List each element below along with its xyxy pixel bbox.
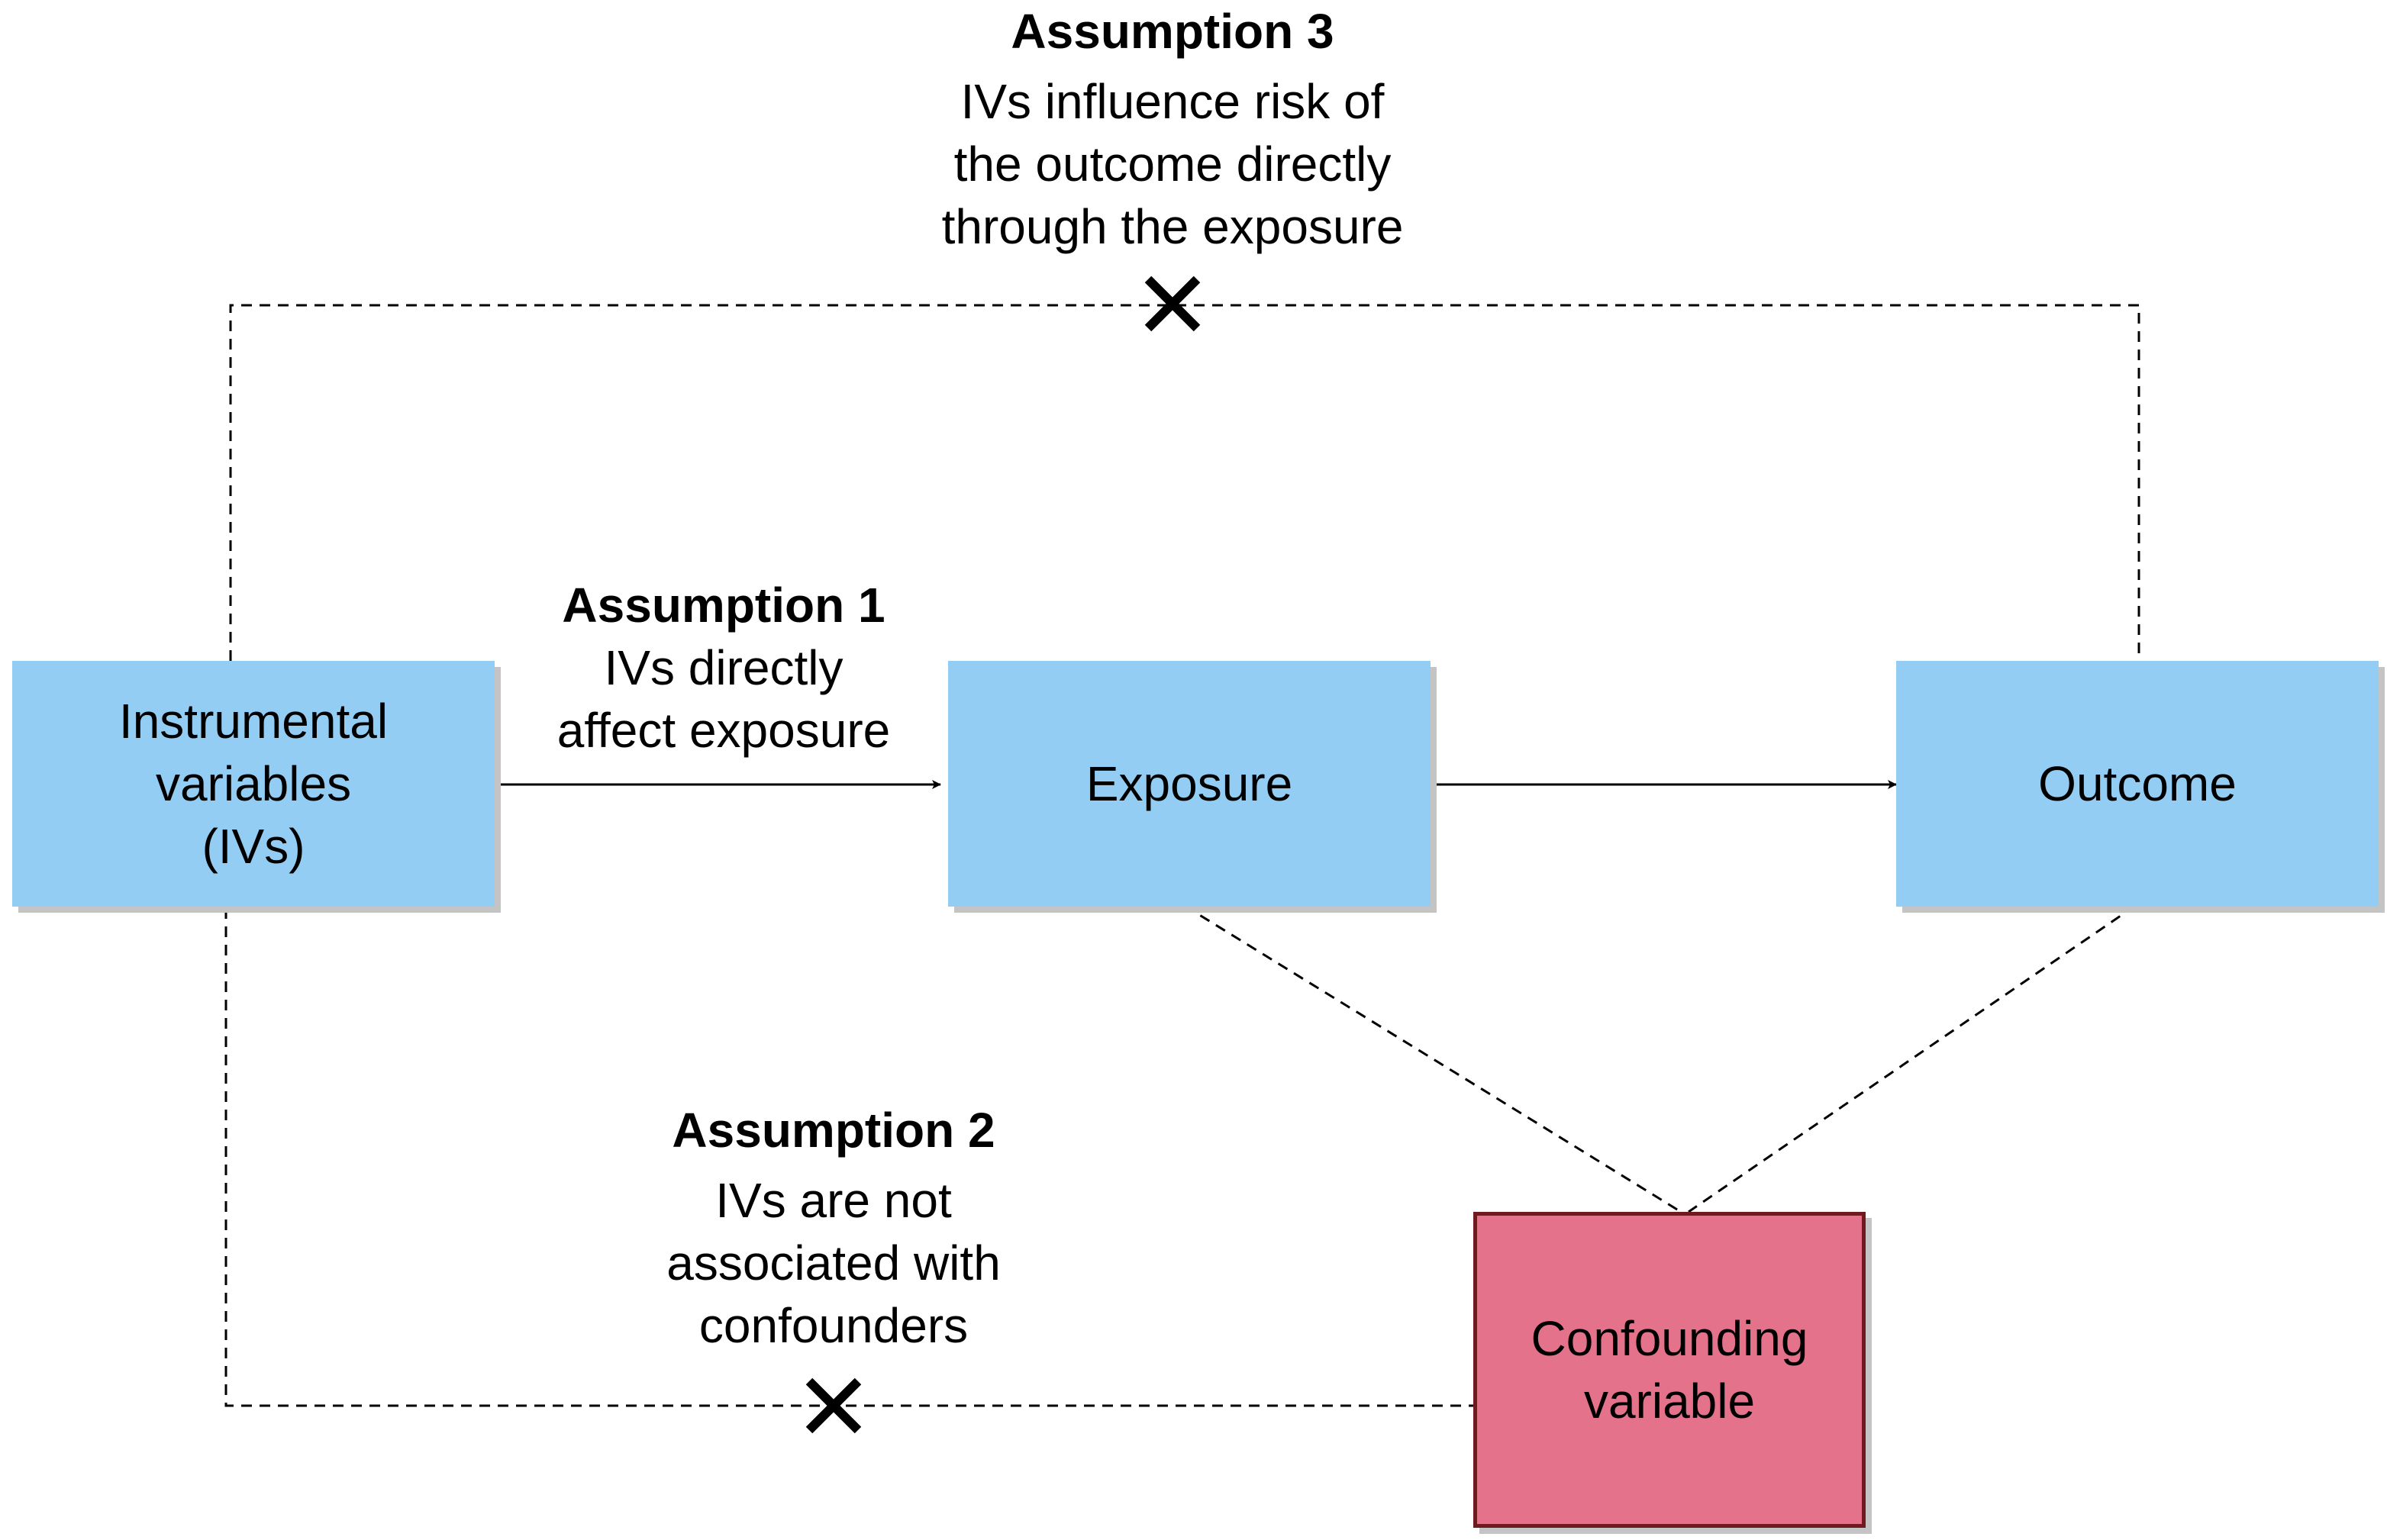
exposure-node: Exposure bbox=[948, 661, 1431, 907]
exposure-label: Exposure bbox=[1085, 756, 1293, 811]
assumption-2-line-2: associated with bbox=[666, 1236, 1001, 1290]
assumption-2-line-3: confounders bbox=[698, 1298, 969, 1353]
confounding-variable-line-1: Confounding bbox=[1531, 1311, 1808, 1366]
assumption-1-line-1: IVs directly bbox=[604, 640, 844, 695]
instrumental-variables-line-1: Instrumental bbox=[118, 694, 389, 749]
blocked-x-icon-assumption-3 bbox=[1144, 275, 1201, 332]
blocked-x-icon-assumption-2 bbox=[805, 1377, 862, 1434]
assumption-2-title: Assumption 2 bbox=[672, 1103, 995, 1158]
assumption-1-title: Assumption 1 bbox=[562, 578, 885, 633]
instrumental-variables-node: Instrumental variables (IVs) bbox=[12, 661, 495, 907]
confounder-exposure-dashed-line bbox=[1184, 904, 1682, 1213]
assumption-1-label: Assumption 1 IVs directly affect exposur… bbox=[495, 574, 953, 762]
assumption-3-line-3: through the exposure bbox=[941, 199, 1404, 254]
confounding-variable-node: Confounding variable bbox=[1473, 1212, 1866, 1528]
outcome-label: Outcome bbox=[2038, 756, 2237, 811]
assumption-2-label: Assumption 2 IVs are not associated with… bbox=[605, 1099, 1063, 1357]
assumption-3-line-2: the outcome directly bbox=[953, 137, 1392, 192]
iv-outcome-dashed-path bbox=[229, 304, 2140, 661]
instrumental-variables-line-3: (IVs) bbox=[202, 819, 305, 874]
assumption-3-line-1: IVs influence risk of bbox=[960, 74, 1385, 129]
outcome-node: Outcome bbox=[1896, 661, 2379, 907]
assumption-3-title: Assumption 3 bbox=[1011, 4, 1334, 59]
assumption-1-line-2: affect exposure bbox=[556, 703, 891, 758]
instrumental-variables-line-2: variables bbox=[155, 756, 352, 811]
iv-confounder-dashed-path bbox=[224, 908, 1481, 1407]
confounder-outcome-dashed-line bbox=[1688, 904, 2136, 1213]
assumption-2-line-1: IVs are not bbox=[715, 1173, 952, 1228]
assumption-3-label: Assumption 3 IVs influence risk of the o… bbox=[867, 0, 1478, 258]
confounding-variable-line-2: variable bbox=[1583, 1374, 1756, 1429]
